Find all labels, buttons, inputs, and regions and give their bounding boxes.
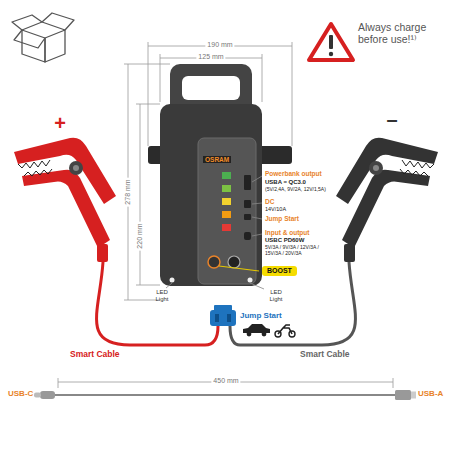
part-label: LED Light [263,289,289,302]
polarity-sign: + [54,112,66,134]
polarity-sign: – [386,108,397,130]
connector-label: Jump Start [240,312,282,321]
cable-label: Smart Cable [300,350,350,359]
port-heading: Input & output [265,229,309,236]
dimension-label: 278 mm [124,177,132,206]
port-spec: 14V/10A [265,206,286,212]
port-heading: Powerbank output [265,170,322,177]
dimension-label: 450 mm [211,377,240,385]
warning-note: Always charge before use!¹⁾ [358,22,446,45]
cable-label: Smart Cable [70,350,120,359]
part-label: LED Light [149,289,175,302]
dimension-label: 125 mm [196,53,225,61]
boost-badge: BOOST [262,266,297,276]
node-text: BOOST [267,267,292,275]
brand-logo: OSRAM [203,156,231,163]
plug-label: USB-A [418,390,443,399]
port-heading: DC [265,198,274,205]
jump-start-connector [210,305,236,326]
warning-triangle [309,24,353,60]
port-spec: 5V/3A / 9V/3A / 12V/3A / 15V/3A / 20V/3A [265,245,327,256]
black-clamp [336,138,438,262]
dimension-label: 190 mm [205,41,234,49]
vehicle-icons [243,324,295,337]
plug-label: USB-C [8,390,33,399]
red-clamp [14,138,116,262]
box-icon [12,13,74,62]
dimension-lines [58,42,393,388]
usb-cable [34,390,416,400]
port-spec: (5V/2,4A, 9V/2A, 12V/1,5A) [265,187,326,193]
port-spec: USBA = QC3.0 [265,179,306,186]
port-heading: Jump Start [265,215,299,222]
dimension-label: 220 mm [136,221,144,250]
port-spec: USBC PD60W [265,237,304,244]
leader-lines [166,176,264,289]
smart-cables [97,262,356,345]
